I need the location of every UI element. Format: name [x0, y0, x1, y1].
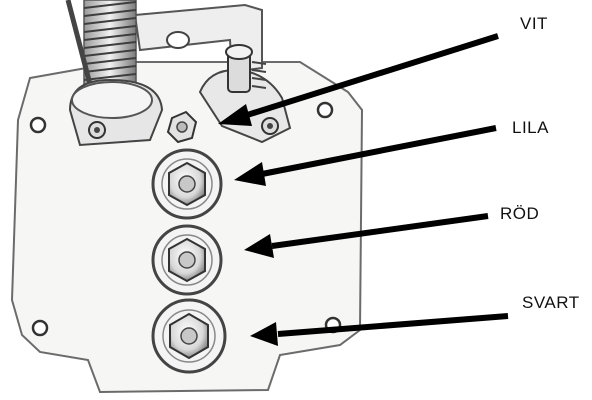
label-svart: SVART: [522, 293, 580, 313]
bracket-hole: [167, 32, 189, 48]
lila-terminal: [153, 150, 221, 218]
mount-hole-top-left: [31, 118, 45, 132]
rod-terminal: [153, 226, 221, 294]
label-rod: RÖD: [500, 204, 539, 224]
mount-hole-bottom-left: [33, 321, 47, 335]
spring-base: [70, 80, 162, 145]
svart-terminal: [153, 300, 225, 372]
mount-hole-top-right: [318, 103, 332, 117]
label-lila: LILA: [512, 118, 549, 138]
label-vit: VIT: [520, 14, 548, 34]
